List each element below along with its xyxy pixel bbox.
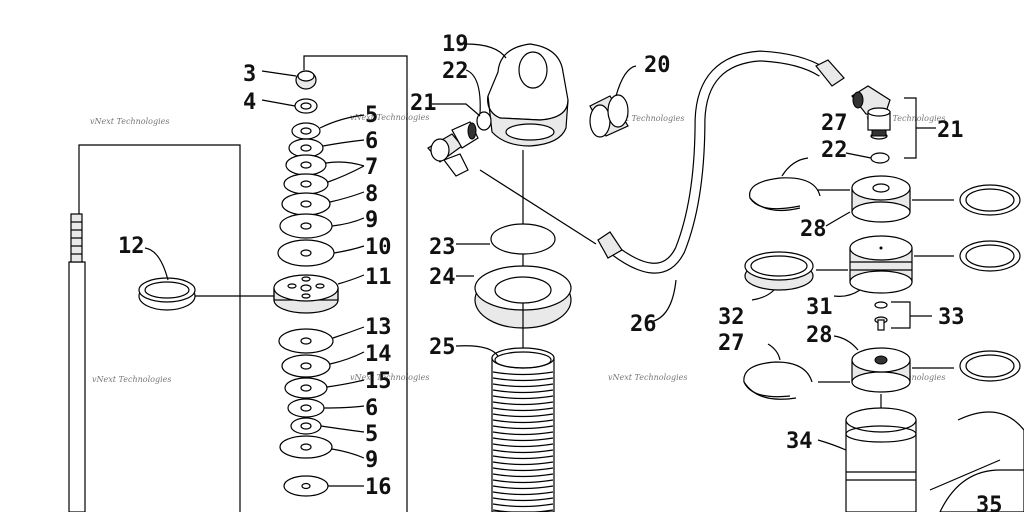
callout-19: 19: [442, 32, 469, 57]
reservoir-threads: [492, 371, 554, 512]
callout-21b: 21: [937, 118, 964, 143]
watermark: vNext Technologies: [92, 375, 171, 384]
thread-line: [492, 491, 554, 496]
floating-piston-stack: [743, 157, 1024, 512]
thread-line: [492, 377, 554, 382]
banjo-fitting: [845, 85, 936, 164]
callout-35: 35: [976, 493, 1003, 512]
hose: [479, 50, 845, 323]
thread-line: [492, 419, 554, 424]
callout-12: 12: [118, 234, 145, 259]
thread-line: [492, 473, 554, 478]
callout-28b: 28: [806, 323, 833, 348]
callout-16: 16: [365, 475, 392, 500]
thread-line: [492, 461, 554, 466]
callout-34: 34: [786, 429, 813, 454]
thread-line: [492, 509, 554, 512]
callout-5: 5: [365, 103, 378, 128]
callout-20: 20: [644, 53, 671, 78]
callout-6b: 6: [365, 396, 378, 421]
callout-7: 7: [365, 155, 378, 180]
piston-rod: [68, 144, 241, 512]
thread-line: [492, 383, 554, 388]
watermark: vNext Technologies: [605, 114, 684, 123]
thread-line: [492, 467, 554, 472]
watermark: vNext Technologies: [350, 373, 429, 382]
thread-line: [492, 413, 554, 418]
callout-14: 14: [365, 342, 392, 367]
callout-27: 27: [821, 111, 848, 136]
callout-3: 3: [243, 62, 256, 87]
callout-6: 6: [365, 129, 378, 154]
reservoir-cap: [427, 43, 569, 177]
thread-line: [492, 389, 554, 394]
callout-10: 10: [365, 235, 392, 260]
valve-stack: [273, 70, 339, 497]
thread-line: [492, 371, 554, 376]
reservoir-column: [474, 150, 572, 512]
thread-line: [492, 395, 554, 400]
callout-24: 24: [429, 265, 456, 290]
leader-lines-top: [432, 43, 507, 357]
callout-15: 15: [365, 369, 392, 394]
callout-9b: 9: [365, 448, 378, 473]
callout-33: 33: [938, 305, 965, 330]
callout-28: 28: [800, 217, 827, 242]
watermark: vNext Technologies: [866, 114, 945, 123]
thread-line: [492, 425, 554, 430]
callout-8: 8: [365, 182, 378, 207]
callout-27b: 27: [718, 331, 745, 356]
sleeve: [589, 65, 637, 138]
callout-32: 32: [718, 305, 745, 330]
callout-23: 23: [429, 235, 456, 260]
callout-31: 31: [806, 295, 833, 320]
callout-11: 11: [365, 265, 392, 290]
watermark: vNext Technologies: [350, 113, 429, 122]
callout-22b: 22: [821, 138, 848, 163]
callout-13: 13: [365, 315, 392, 340]
callout-22: 22: [442, 59, 469, 84]
leader-lines-left: [144, 70, 365, 487]
callout-25: 25: [429, 335, 456, 360]
callout-4: 4: [243, 90, 256, 115]
callout-9: 9: [365, 208, 378, 233]
watermark: vNext Technologies: [90, 117, 169, 126]
thread-line: [492, 449, 554, 454]
wear-band: [138, 277, 275, 311]
thread-line: [492, 431, 554, 436]
callout-labels: 3 4 5 6 7 8 9 10 11 12 13 14 15 6 5 9 16…: [118, 32, 1003, 512]
thread-line: [492, 443, 554, 448]
thread-line: [492, 401, 554, 406]
callout-5b: 5: [365, 422, 378, 447]
thread-line: [492, 437, 554, 442]
watermark: vNext Technologies: [608, 373, 687, 382]
thread-line: [492, 485, 554, 490]
thread-line: [492, 455, 554, 460]
thread-line: [492, 479, 554, 484]
thread-line: [492, 407, 554, 412]
thread-line: [492, 503, 554, 508]
thread-line: [492, 497, 554, 502]
callout-26: 26: [630, 312, 657, 337]
